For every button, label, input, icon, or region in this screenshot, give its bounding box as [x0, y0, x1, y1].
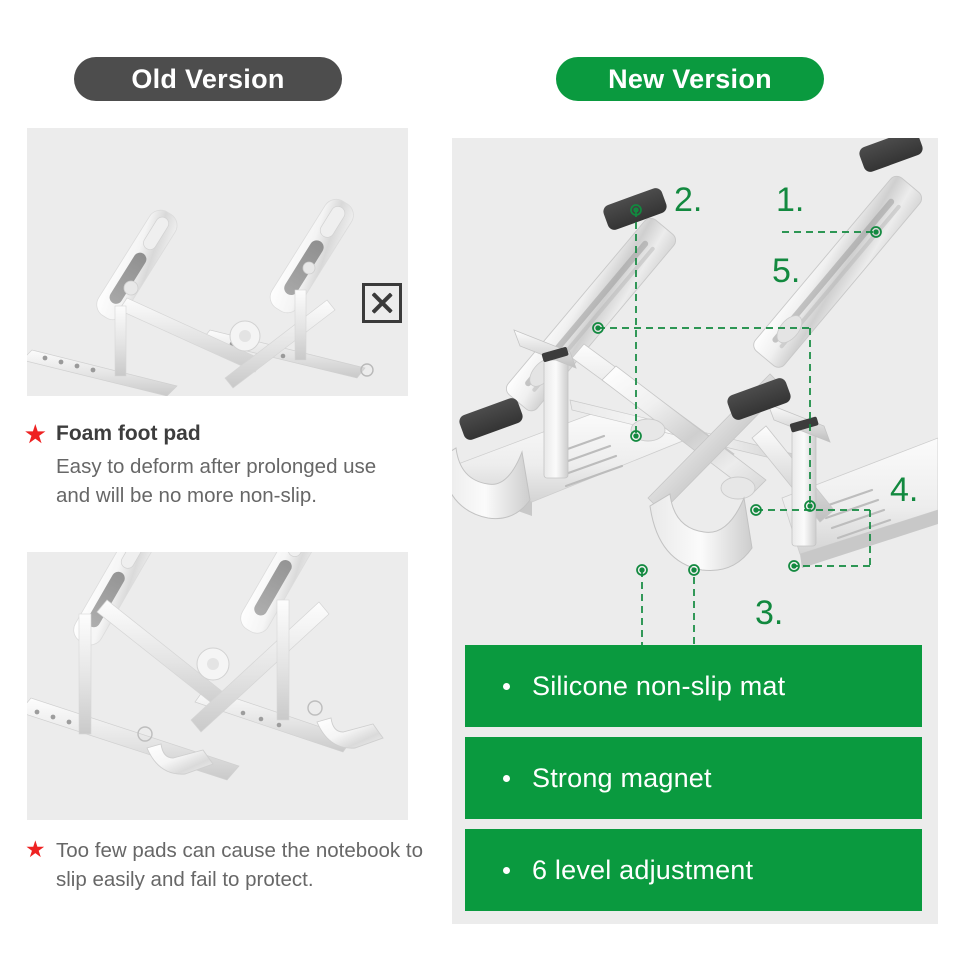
caption-too-few-pads: ★ Too few pads can cause the notebook to… [25, 836, 425, 894]
star-icon: ★ [25, 836, 46, 862]
feature-label-silicone-mat: Silicone non-slip mat [532, 670, 786, 701]
feature-box-silicone-mat: Silicone non-slip mat [465, 645, 922, 727]
caption-too-few-pads-body: Too few pads can cause the notebook to s… [56, 839, 423, 892]
feature-box-strong-magnet: Strong magnet [465, 737, 922, 819]
badge-new-version: New Version [556, 57, 824, 101]
feature-label-strong-magnet: Strong magnet [532, 762, 712, 793]
caption-foam-foot-pad: ★ Foam foot pad Easy to deform after pro… [25, 421, 405, 510]
bullet-icon [503, 866, 510, 874]
callout-number-1: 1. [776, 181, 805, 219]
caption-too-few-pads-row: ★ Too few pads can cause the notebook to… [25, 836, 425, 894]
old-version-photo-bottom [27, 552, 408, 820]
laptop-stand-illustration-old-top [27, 128, 408, 396]
caption-foam-heading: Foam foot pad [56, 422, 201, 445]
callout-number-3: 3. [755, 594, 784, 632]
callout-number-2: 2. [674, 181, 703, 219]
cross-mark-icon [362, 283, 402, 323]
bullet-icon [503, 682, 510, 690]
badge-old-version: Old Version [74, 57, 342, 101]
bullet-icon [503, 774, 510, 782]
callout-number-5: 5. [772, 252, 801, 290]
feature-box-six-level-adjustment: 6 level adjustment [465, 829, 922, 911]
caption-foam-body: Easy to deform after prolonged use and w… [56, 455, 377, 508]
badge-new-version-label: New Version [608, 63, 772, 94]
laptop-stand-illustration-old-bottom [27, 552, 408, 820]
old-version-photo-top [27, 128, 408, 396]
caption-foam-heading-row: ★ Foam foot pad [25, 421, 405, 447]
star-icon: ★ [25, 421, 46, 447]
badge-old-version-label: Old Version [131, 63, 285, 94]
feature-label-six-level-adjustment: 6 level adjustment [532, 854, 754, 885]
callout-number-4: 4. [890, 471, 919, 509]
